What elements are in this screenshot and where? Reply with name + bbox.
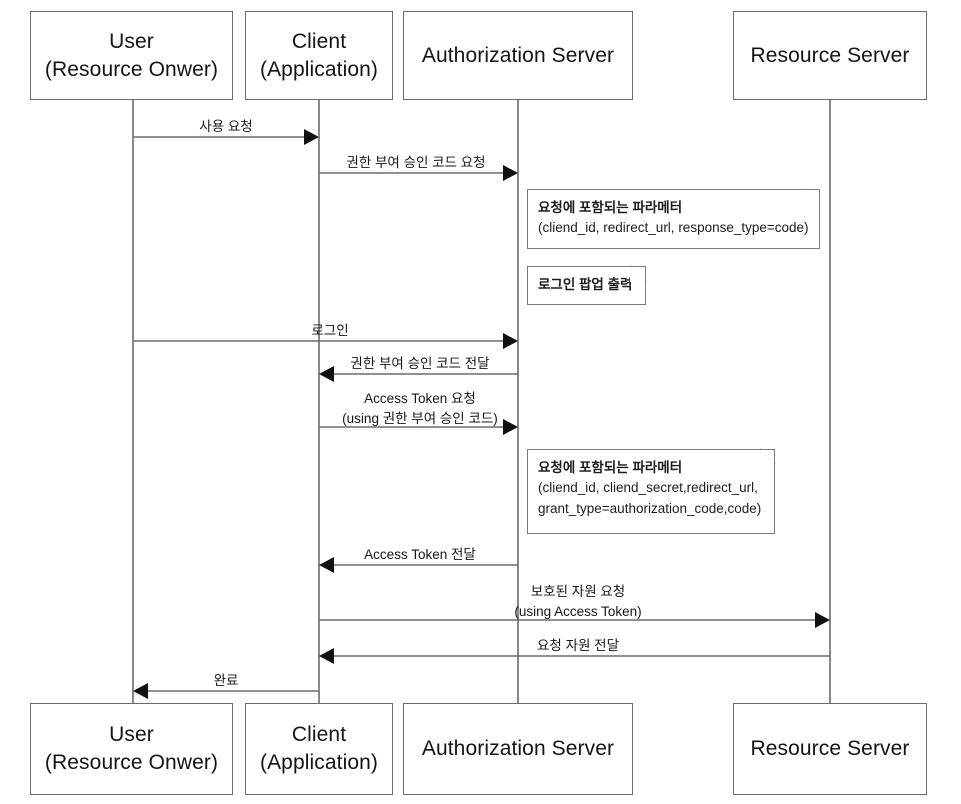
message-label-line: 권한 부여 승인 코드 전달 — [350, 356, 490, 371]
message-label-access-token-delivery: Access Token 전달 — [364, 545, 476, 565]
message-label-line: 로그인 — [311, 323, 349, 338]
message-label-line: 완료 — [213, 673, 239, 688]
participant-client-footer: Client (Application) — [245, 703, 393, 795]
message-arrows-group — [133, 129, 830, 699]
participant-label-line: Authorization Server — [421, 43, 615, 67]
message-arrow-authorization-code-delivery — [319, 366, 518, 382]
message-label-line: (using Access Token) — [514, 603, 642, 619]
message-arrow-usage-request — [133, 129, 319, 145]
participant-label-line: (Application) — [259, 751, 379, 774]
participant-resource-server-footer: Resource Server — [733, 703, 927, 795]
message-arrow-access-token-request — [319, 419, 518, 435]
message-label-authorization-code-request: 권한 부여 승인 코드 요청 — [346, 153, 485, 173]
participant-label-line: Client — [291, 723, 347, 747]
message-label-complete: 완료 — [214, 671, 239, 691]
message-label-line: 권한 부여 승인 코드 요청 — [346, 155, 486, 170]
message-label-line: 요청 자원 전달 — [536, 638, 620, 653]
participant-user-footer: User (Resource Onwer) — [30, 703, 233, 795]
note-text-line: 로그인 팝업 출력 — [538, 277, 633, 292]
participant-label-line: (Resource Onwer) — [44, 57, 219, 81]
message-label-line: 보호된 자원 요청 — [530, 584, 626, 599]
participant-authorization-server-header: Authorization Server — [403, 11, 633, 100]
note-token-request-params: 요청에 포함되는 파라메터 (cliend_id, cliend_secret,r… — [527, 449, 775, 534]
participant-resource-server-header: Resource Server — [733, 11, 927, 100]
note-text-line: (cliend_id, cliend_secret,redirect_url, — [538, 480, 758, 496]
message-label-usage-request: 사용 요청 — [199, 117, 252, 137]
participant-user-header: User (Resource Onwer) — [30, 11, 233, 100]
message-label-authorization-code-delivery: 권한 부여 승인 코드 전달 — [350, 354, 489, 374]
message-label-line: (using 권한 부여 승인 코드) — [342, 410, 498, 426]
participant-client-header: Client (Application) — [245, 11, 393, 100]
note-fold-icon — [804, 190, 819, 205]
participant-label-line: User — [109, 723, 154, 747]
participant-authorization-server-footer: Authorization Server — [403, 703, 633, 795]
message-label-protected-resource-request: 보호된 자원 요청 (using Access Token) — [514, 582, 641, 621]
note-text-line: 요청에 포함되는 파라메터 — [538, 460, 683, 475]
note-text-line: (cliend_id, redirect_url, response_type=… — [538, 220, 809, 236]
participant-label-line: User — [109, 29, 154, 53]
participant-label-line: Authorization Server — [421, 737, 615, 761]
note-fold-icon — [630, 267, 645, 282]
participant-label-line: Resource Server — [750, 737, 910, 761]
note-login-popup: 로그인 팝업 출력 — [527, 266, 646, 305]
participant-label-line: Resource Server — [750, 43, 910, 67]
note-text-line: grant_type=authorization_code,code) — [538, 500, 762, 516]
participant-label-line: (Resource Onwer) — [44, 751, 219, 774]
note-text-line: 요청에 포함되는 파라메터 — [538, 200, 683, 215]
message-label-login: 로그인 — [311, 321, 348, 341]
message-label-line: 사용 요청 — [199, 119, 253, 134]
message-label-line: Access Token 전달 — [364, 547, 476, 562]
participant-label-line: Client — [291, 29, 347, 53]
message-label-requested-resource-delivery: 요청 자원 전달 — [537, 636, 619, 656]
note-fold-icon — [759, 450, 774, 465]
message-arrow-access-token-delivery — [319, 557, 518, 573]
message-arrow-login — [133, 333, 518, 349]
message-arrow-complete — [133, 683, 319, 699]
message-arrow-authorization-code-request — [319, 165, 518, 181]
message-label-line: Access Token 요청 — [364, 391, 476, 406]
message-label-access-token-request: Access Token 요청 (using 권한 부여 승인 코드) — [342, 389, 498, 428]
lifelines-group — [132, 100, 831, 703]
participant-label-line: (Application) — [259, 57, 379, 81]
message-arrow-requested-resource-delivery — [319, 648, 830, 664]
note-auth-request-params: 요청에 포함되는 파라메터 (cliend_id, redirect_url, r… — [527, 189, 820, 249]
message-arrow-protected-resource-request — [319, 612, 830, 628]
